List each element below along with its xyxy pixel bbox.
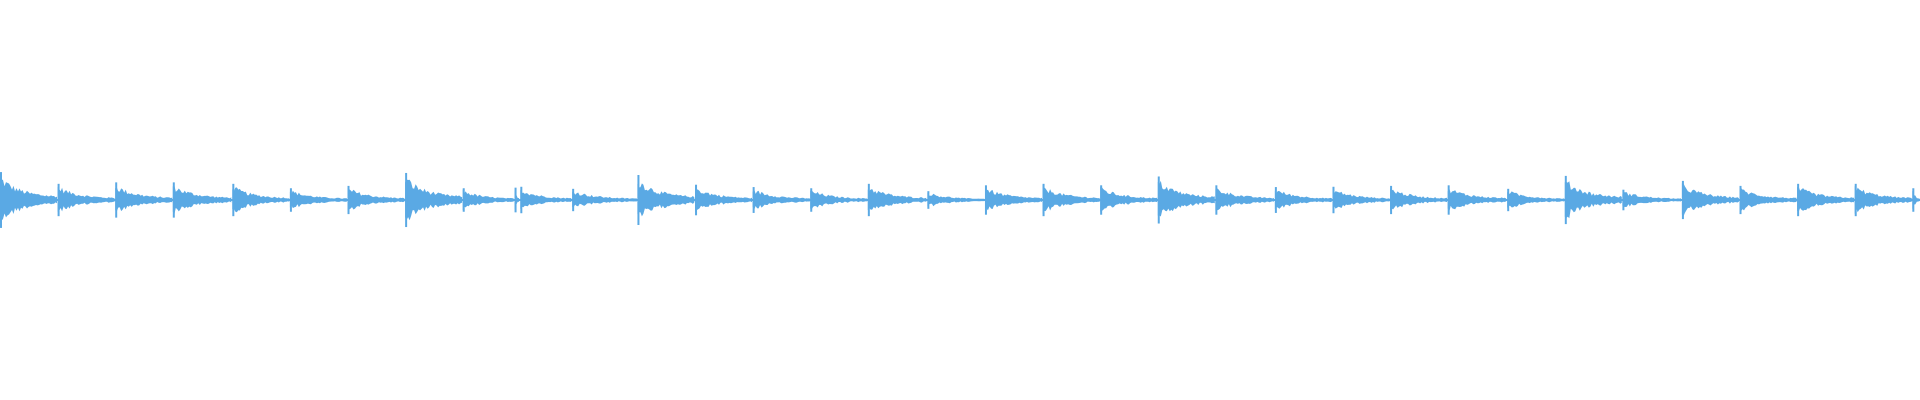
waveform-burst [637, 183, 695, 217]
waveform-burst [1797, 186, 1855, 213]
waveform-burst [867, 189, 927, 211]
waveform-burst [1042, 184, 1100, 215]
waveform-burst [289, 190, 347, 209]
waveform-burst [1564, 181, 1622, 219]
waveform-burst [1447, 187, 1507, 213]
waveform-burst [115, 187, 173, 212]
waveform-burst [810, 190, 868, 210]
waveform-burst [752, 188, 810, 211]
waveform-burst [1681, 183, 1739, 217]
waveform-burst [57, 186, 115, 212]
waveform-burst [405, 179, 463, 221]
waveform-burst [1854, 185, 1912, 215]
waveform-burst [1100, 187, 1158, 212]
waveform-burst [1390, 188, 1448, 211]
waveform-burst [695, 185, 752, 213]
waveform-burst [232, 187, 290, 213]
waveform-burst [1332, 187, 1390, 212]
waveform-burst [1274, 190, 1332, 210]
waveform-burst [1215, 188, 1274, 211]
waveform-burst [927, 192, 985, 207]
waveform-burst [462, 189, 514, 211]
waveform-burst [172, 184, 232, 215]
waveform-burst [572, 191, 637, 208]
waveform-burst [1507, 191, 1565, 208]
waveform-burst [347, 188, 405, 211]
waveform-burst [1739, 187, 1797, 212]
waveform-burst [1622, 192, 1681, 207]
waveform-burst [985, 189, 1042, 211]
waveform-burst [520, 190, 572, 209]
waveform-burst [1157, 180, 1215, 217]
waveform-burst [0, 177, 57, 221]
